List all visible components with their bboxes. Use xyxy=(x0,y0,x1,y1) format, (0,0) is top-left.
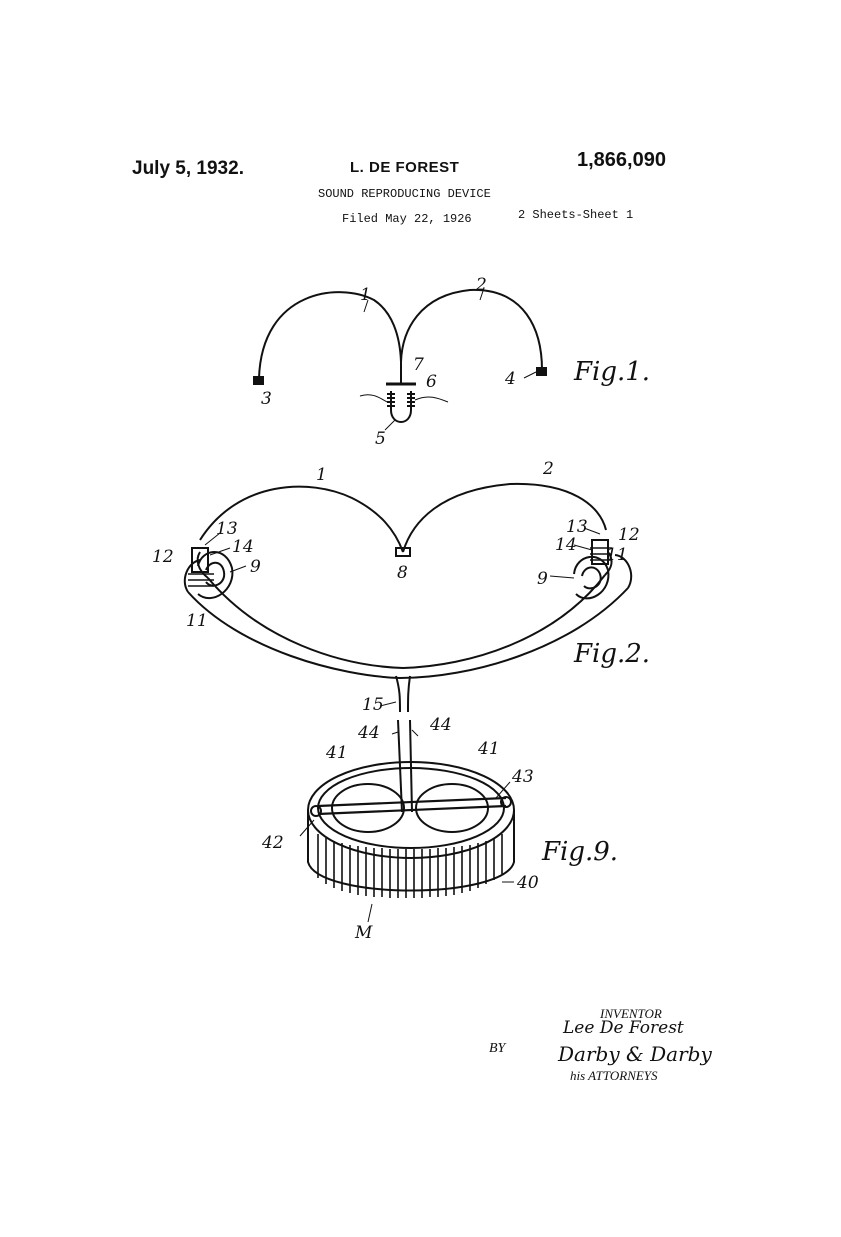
fig2-ref-13-right: 13 xyxy=(566,517,588,537)
fig2-ref-8: 8 xyxy=(397,563,408,583)
fig1-leader-2 xyxy=(479,287,485,301)
fig9-ref-44-right: 44 xyxy=(429,715,452,735)
fig9-diaphragm-41b xyxy=(415,783,489,833)
fig2-right-clamp-coils xyxy=(590,547,612,561)
fig1-arc-2 xyxy=(400,288,543,371)
fig2-leader-9r xyxy=(549,575,575,579)
fig2-arc-1 xyxy=(199,485,404,553)
fig2-ref-14-left: 14 xyxy=(232,537,254,557)
fig2-leader-9l xyxy=(229,565,247,573)
fig2-label: Fig.2. xyxy=(573,639,650,669)
fig1-ref-2: 2 xyxy=(475,275,487,295)
fig2-leader-13l xyxy=(204,532,221,546)
fig9-ref-44-left: 44 xyxy=(357,723,380,743)
figure-1 xyxy=(253,287,547,431)
patent-date: July 5, 1932. xyxy=(132,158,244,179)
fig2-left-receiver-9 xyxy=(197,551,234,600)
fig1-leader-1 xyxy=(363,299,369,313)
fig2-stem-15 xyxy=(395,675,411,713)
fig9-reference-numerals: 40 41 41 42 43 44 44 M xyxy=(261,715,539,943)
fig1-end-4 xyxy=(536,367,547,376)
fig1-ref-3: 3 xyxy=(261,389,272,409)
patent-title: SOUND REPRODUCING DEVICE xyxy=(318,187,491,201)
fig2-headband-outer xyxy=(187,587,629,680)
fig2-ref-11-right: 11 xyxy=(606,545,628,565)
fig1-ref-6: 6 xyxy=(426,372,437,392)
fig9-leader-44l xyxy=(391,731,399,735)
fig9-diaphragm-41a xyxy=(331,783,405,833)
fig9-bar-43 xyxy=(317,796,507,816)
fig2-left-clamp-coils xyxy=(188,573,214,587)
fig1-ref-5: 5 xyxy=(375,429,386,449)
fig9-ref-40: 40 xyxy=(516,873,539,893)
fig9-wire-44a xyxy=(397,719,403,813)
fig9-case-body xyxy=(307,810,515,892)
fig2-ref-11-left: 11 xyxy=(186,611,208,631)
by-label: BY xyxy=(489,1041,506,1056)
fig1-label: Fig.1. xyxy=(573,357,650,387)
attorneys-label: his ATTORNEYS xyxy=(570,1068,658,1083)
fig2-arc-2 xyxy=(402,482,607,553)
fig1-ref-1: 1 xyxy=(360,285,371,305)
sheet-count: 2 Sheets-Sheet 1 xyxy=(518,208,634,222)
figure-9 xyxy=(299,719,515,923)
fig1-ref-7: 7 xyxy=(413,355,424,375)
filing-date: Filed May 22, 1926 xyxy=(342,212,472,226)
fig2-ref-14-right: 14 xyxy=(555,535,577,555)
fig9-label: Fig.9. xyxy=(541,837,618,867)
fig1-end-3 xyxy=(253,376,264,385)
fig2-right-clamp-12 xyxy=(591,539,609,565)
fig9-leader-42 xyxy=(299,819,315,837)
fig2-right-receiver-9 xyxy=(573,555,610,600)
fig2-right-receiver-inner xyxy=(581,566,602,590)
inventor-name: L. DE FOREST xyxy=(350,159,460,176)
fig9-screw-right xyxy=(500,796,512,808)
fig2-ref-12-right: 12 xyxy=(618,525,640,545)
fig2-ref-2: 2 xyxy=(542,459,554,479)
fig9-case-ridges xyxy=(317,834,503,898)
fig2-leader-14l xyxy=(209,547,231,556)
fig2-ref-9-left: 9 xyxy=(250,557,261,577)
fig9-leader-M xyxy=(367,903,373,923)
fig1-magnet-5 xyxy=(390,391,412,423)
fig9-wire-44b xyxy=(409,719,413,813)
fig2-headband-inner xyxy=(207,574,606,670)
fig9-ref-41-right: 41 xyxy=(477,739,500,759)
fig2-leader-13r xyxy=(583,527,601,535)
fig2-ref-15: 15 xyxy=(362,695,384,715)
figure-2 xyxy=(183,482,633,713)
fig9-ref-41-left: 41 xyxy=(325,743,348,763)
fig1-coil-right xyxy=(407,393,415,407)
fig9-leader-44r xyxy=(411,729,419,737)
fig9-ref-43: 43 xyxy=(511,767,534,787)
attorneys-signature: Darby & Darby xyxy=(558,1042,712,1066)
inventor-signature: Lee De Forest xyxy=(563,1018,684,1038)
fig1-coil-left xyxy=(387,393,395,407)
fig2-leader-14r xyxy=(573,544,593,551)
fig9-screw-left xyxy=(310,805,322,817)
fig2-ref-13-left: 13 xyxy=(216,519,238,539)
fig9-case-rim xyxy=(317,767,505,849)
fig1-leader-5 xyxy=(384,419,396,431)
fig2-left-clamp-12 xyxy=(191,547,209,573)
fig2-clip-8 xyxy=(395,547,411,557)
fig2-ref-1: 1 xyxy=(316,465,327,485)
inventor-label: INVENTOR xyxy=(600,1006,662,1021)
fig9-ref-M: M xyxy=(354,923,373,943)
fig1-reference-numerals: 1 2 3 4 5 6 7 xyxy=(261,275,516,449)
fig1-ref-4: 4 xyxy=(504,369,516,389)
fig9-leader-43 xyxy=(495,781,511,799)
fig2-ref-9-right: 9 xyxy=(537,569,548,589)
patent-number: 1,866,090 xyxy=(577,149,666,171)
fig2-leader-15 xyxy=(379,701,397,707)
fig1-wires xyxy=(359,394,449,403)
fig1-leader-4 xyxy=(523,371,537,379)
fig2-ref-12-left: 12 xyxy=(152,547,174,567)
fig9-ref-42: 42 xyxy=(261,833,284,853)
fig2-reference-numerals: 1 2 8 9 9 11 11 12 12 13 13 14 14 15 xyxy=(152,459,640,715)
fig1-arc-1 xyxy=(258,291,402,379)
